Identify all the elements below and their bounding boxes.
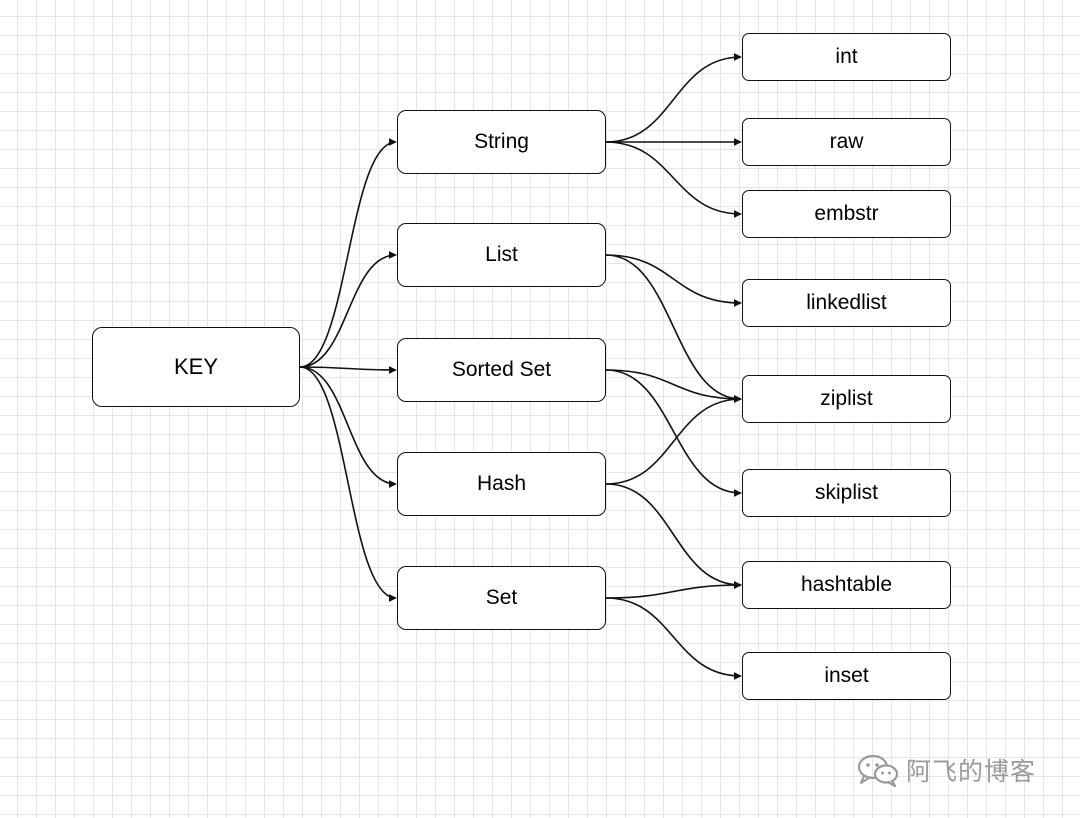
wechat-icon — [856, 752, 900, 788]
edge-group — [299, 53, 742, 680]
edge-string-to-int — [605, 53, 742, 143]
node-int-label: int — [835, 45, 858, 68]
node-hashtable-label: hashtable — [800, 573, 893, 596]
edge-key-to-sorted-set — [299, 365, 397, 374]
edge-set-to-inset — [605, 597, 742, 680]
node-embstr[interactable]: embstr — [742, 190, 951, 238]
node-sorted-set[interactable]: Sorted Set — [397, 338, 606, 402]
node-linkedlist-label: linkedlist — [806, 291, 887, 314]
node-list[interactable]: List — [397, 223, 606, 287]
edge-list-to-linkedlist — [605, 254, 742, 307]
node-inset[interactable]: inset — [742, 652, 951, 700]
node-ziplist-label: ziplist — [820, 387, 873, 410]
node-set[interactable]: Set — [397, 566, 606, 630]
node-sorted-set-label: Sorted Set — [451, 358, 552, 381]
node-skiplist-label: skiplist — [814, 481, 878, 504]
node-hashtable[interactable]: hashtable — [742, 561, 951, 609]
edge-string-to-embstr — [605, 141, 742, 218]
edge-list-to-ziplist — [605, 254, 742, 403]
edge-key-to-set — [299, 366, 397, 602]
edge-sorted-set-to-skiplist — [605, 369, 742, 497]
node-linkedlist[interactable]: linkedlist — [742, 279, 951, 327]
node-hash-label: Hash — [476, 472, 527, 495]
watermark-text: 阿飞的博客 — [906, 757, 1037, 786]
edge-hash-to-hashtable — [605, 483, 742, 589]
edge-hash-to-ziplist — [605, 395, 742, 485]
node-hash[interactable]: Hash — [397, 452, 606, 516]
node-int[interactable]: int — [742, 33, 951, 81]
edge-set-to-hashtable — [605, 581, 742, 599]
edge-key-to-list — [299, 251, 397, 368]
node-list-label: List — [485, 243, 518, 266]
node-key[interactable]: KEY — [92, 327, 300, 407]
watermark: 阿飞的博客 — [856, 750, 1036, 790]
node-set-label: Set — [485, 586, 518, 609]
node-embstr-label: embstr — [814, 202, 879, 225]
edge-key-to-string — [299, 138, 397, 368]
node-key-label: KEY — [173, 354, 219, 379]
node-string-label: String — [474, 130, 529, 153]
edge-key-to-hash — [299, 366, 397, 488]
node-raw[interactable]: raw — [742, 118, 951, 166]
node-skiplist[interactable]: skiplist — [742, 469, 951, 517]
node-ziplist[interactable]: ziplist — [742, 375, 951, 423]
node-raw-label: raw — [829, 130, 864, 153]
node-inset-label: inset — [824, 664, 869, 687]
node-string[interactable]: String — [397, 110, 606, 174]
edge-sorted-set-to-ziplist — [605, 369, 742, 403]
